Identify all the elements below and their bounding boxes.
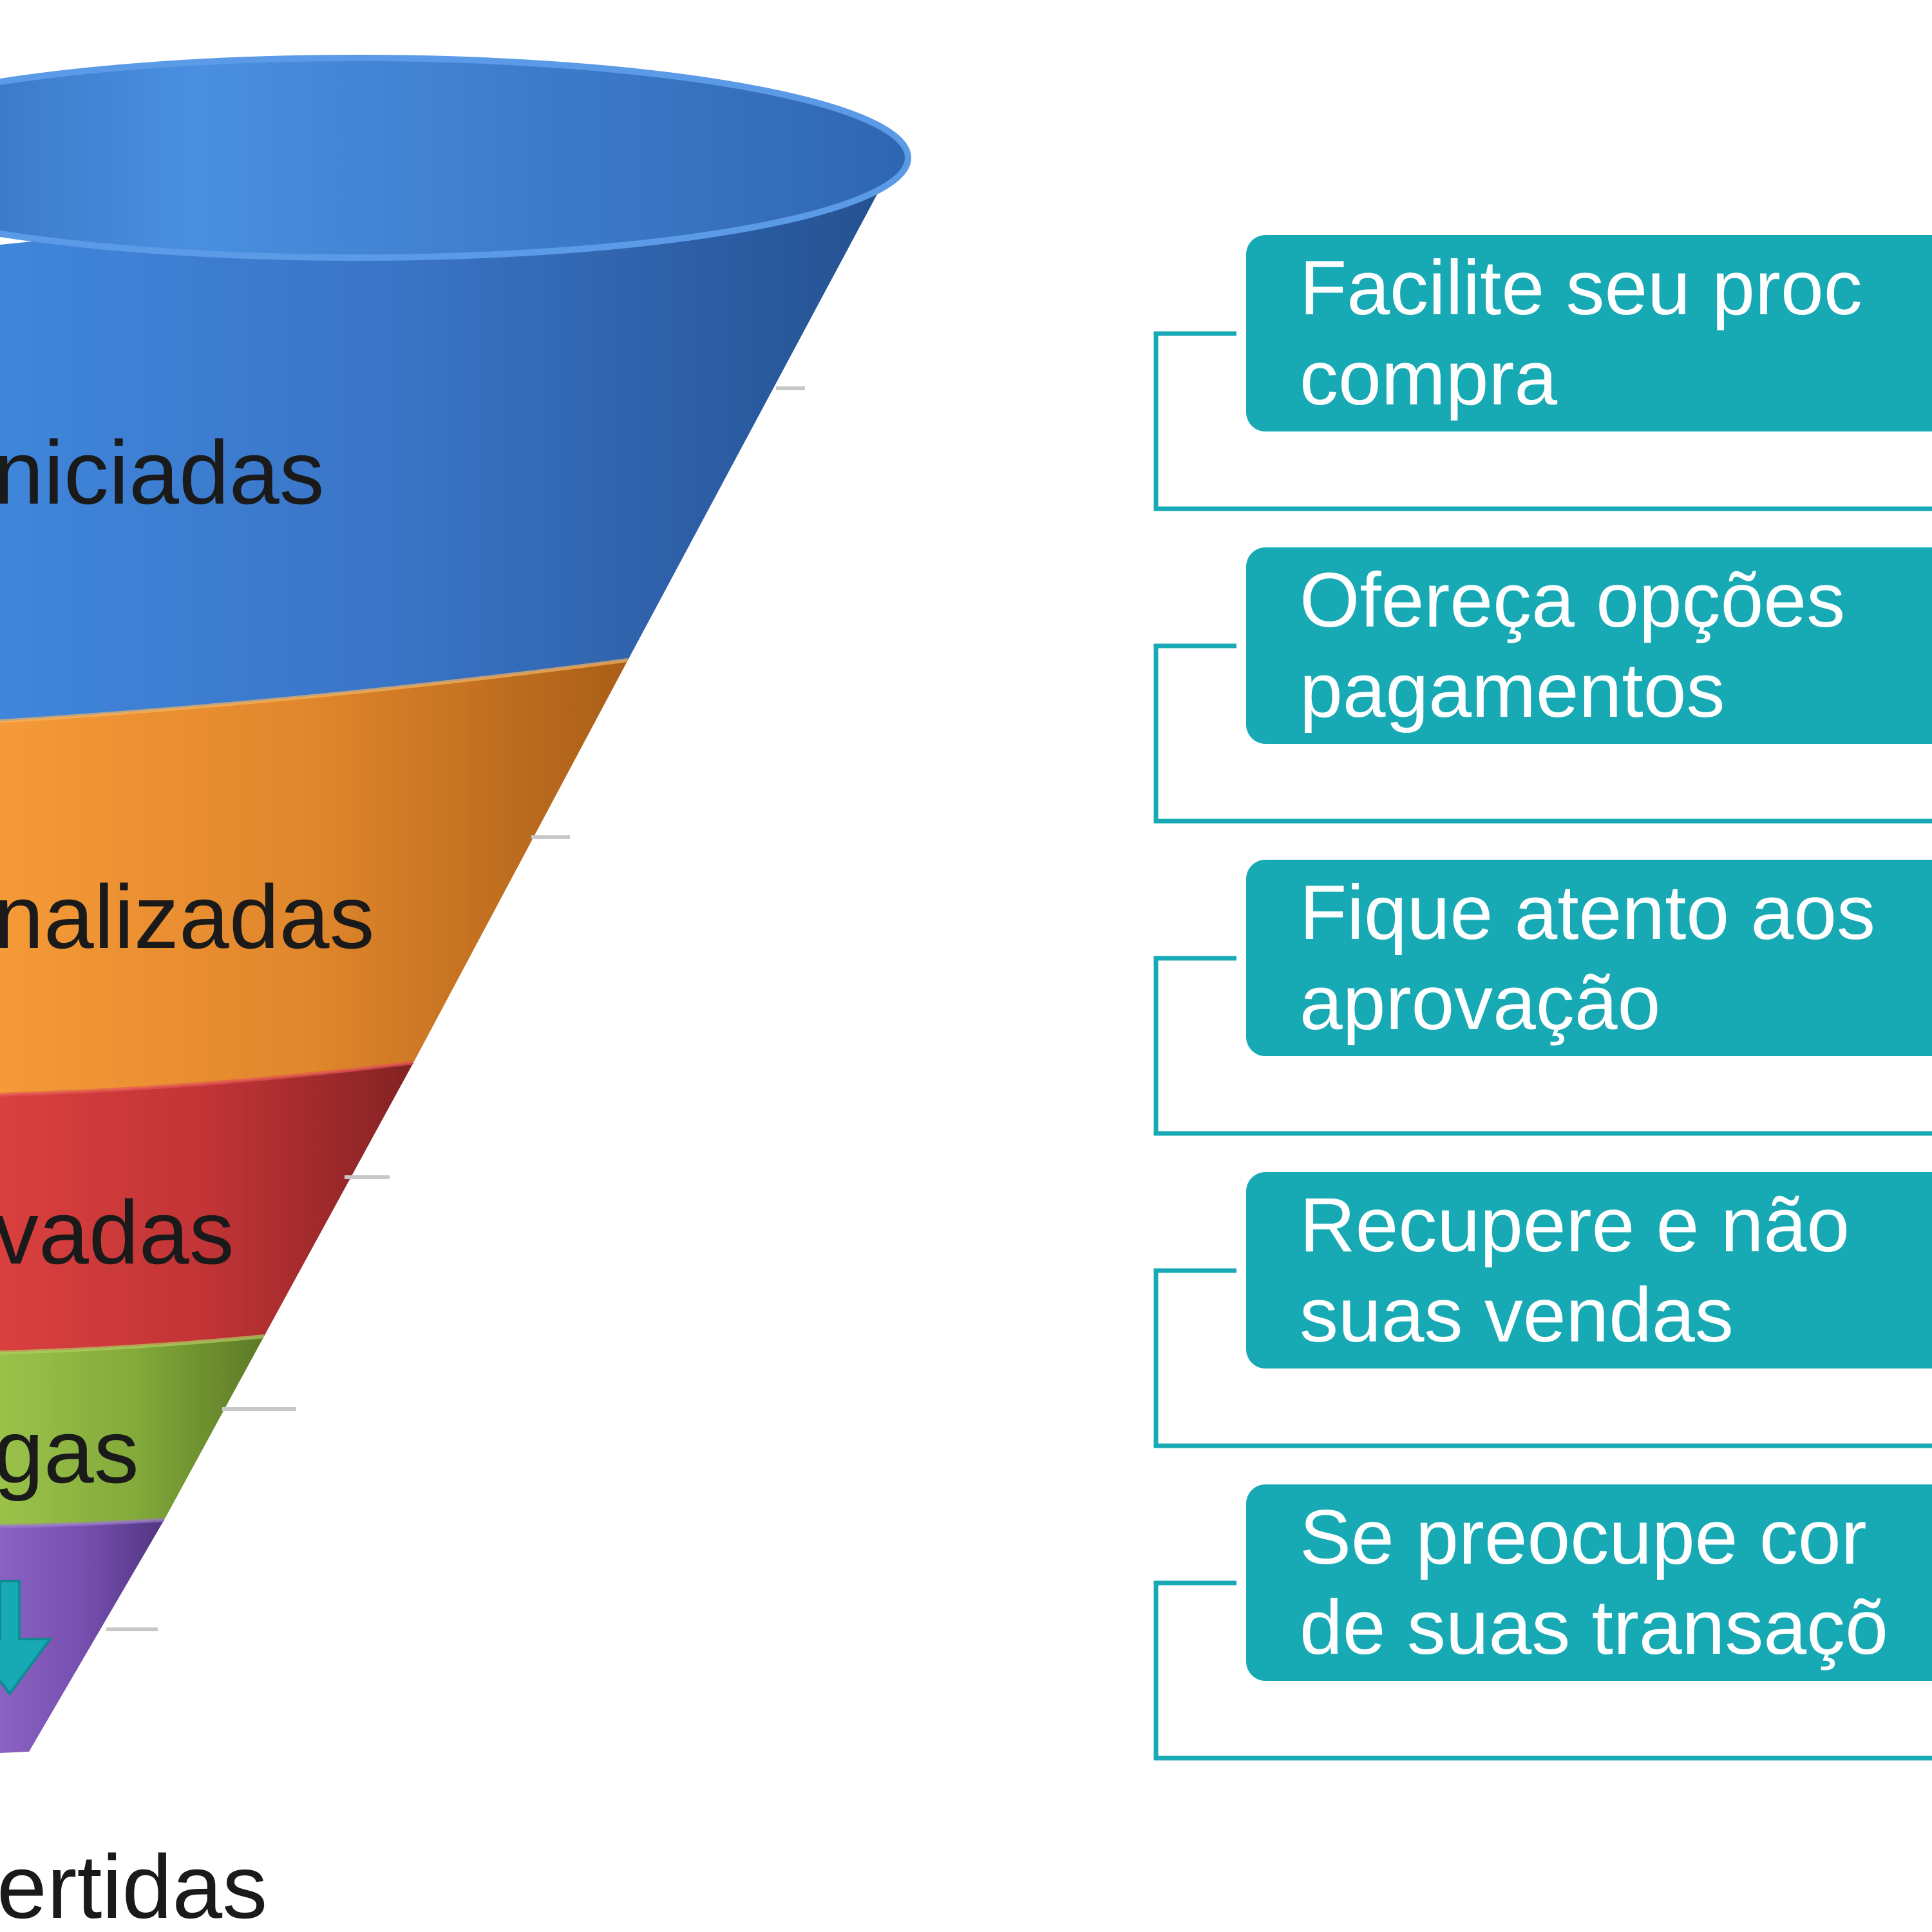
tip-text-line2: compra xyxy=(1300,335,1557,421)
funnel-stage-1-label: niciadas xyxy=(0,422,325,523)
tip-text-line2: suas vendas xyxy=(1300,1272,1734,1358)
tip-box xyxy=(1246,547,1932,744)
funnel-stage-3-label: vadas xyxy=(0,1182,234,1283)
funnel-stage-4-band xyxy=(0,1336,264,1526)
funnel-stage-1-band xyxy=(0,155,898,721)
tip-bracket xyxy=(1153,1580,1932,1761)
tip-item-3: Fique atento aos aprovação xyxy=(1153,860,1932,1136)
tips-list: Facilite seu proc compra Ofereça opções … xyxy=(1153,235,1932,1761)
tip-bracket xyxy=(1153,331,1932,511)
funnel-top-rim xyxy=(0,55,911,261)
tip-text-line1: Fique atento aos xyxy=(1300,869,1875,956)
funnel-stage-labels: niciadas nalizadas vadas gas xyxy=(0,422,375,1502)
tip-text-line1: Facilite seu proc xyxy=(1300,245,1862,331)
tip-item-4: Recupere e não suas vendas xyxy=(1153,1172,1932,1448)
tip-box xyxy=(1246,1484,1932,1681)
tip-box xyxy=(1246,235,1932,431)
funnel-stage-4-label: gas xyxy=(0,1401,139,1502)
funnel-stage-2-band xyxy=(0,660,628,1095)
tip-text-line1: Ofereça opções xyxy=(1300,557,1845,643)
tip-box xyxy=(1246,860,1932,1056)
tip-bracket xyxy=(1153,643,1932,824)
funnel-bands xyxy=(0,55,911,1753)
tip-text-line2: aprovação xyxy=(1300,960,1660,1046)
funnel-leader-ticks xyxy=(106,386,805,1631)
tip-text-line1: Recupere e não xyxy=(1300,1182,1850,1268)
funnel-stage-3-band xyxy=(0,1063,413,1352)
tip-box xyxy=(1246,1172,1932,1368)
tip-text-line1: Se preocupe cor xyxy=(1300,1494,1867,1580)
down-arrow-icon xyxy=(0,1580,53,1696)
funnel-stage-5-band xyxy=(0,1520,164,1753)
tip-item-2: Ofereça opções pagamentos xyxy=(1153,547,1932,824)
tip-item-1: Facilite seu proc compra xyxy=(1153,235,1932,511)
tip-item-5: Se preocupe cor de suas transaçõ xyxy=(1153,1484,1932,1761)
funnel-output-label: ertidas xyxy=(0,1836,267,1932)
tip-bracket xyxy=(1153,956,1932,1136)
tip-text-line2: pagamentos xyxy=(1300,647,1725,734)
tip-bracket xyxy=(1153,1268,1932,1448)
tip-text-line2: de suas transaçõ xyxy=(1300,1584,1888,1671)
funnel-stage-2-label: nalizadas xyxy=(0,866,375,967)
